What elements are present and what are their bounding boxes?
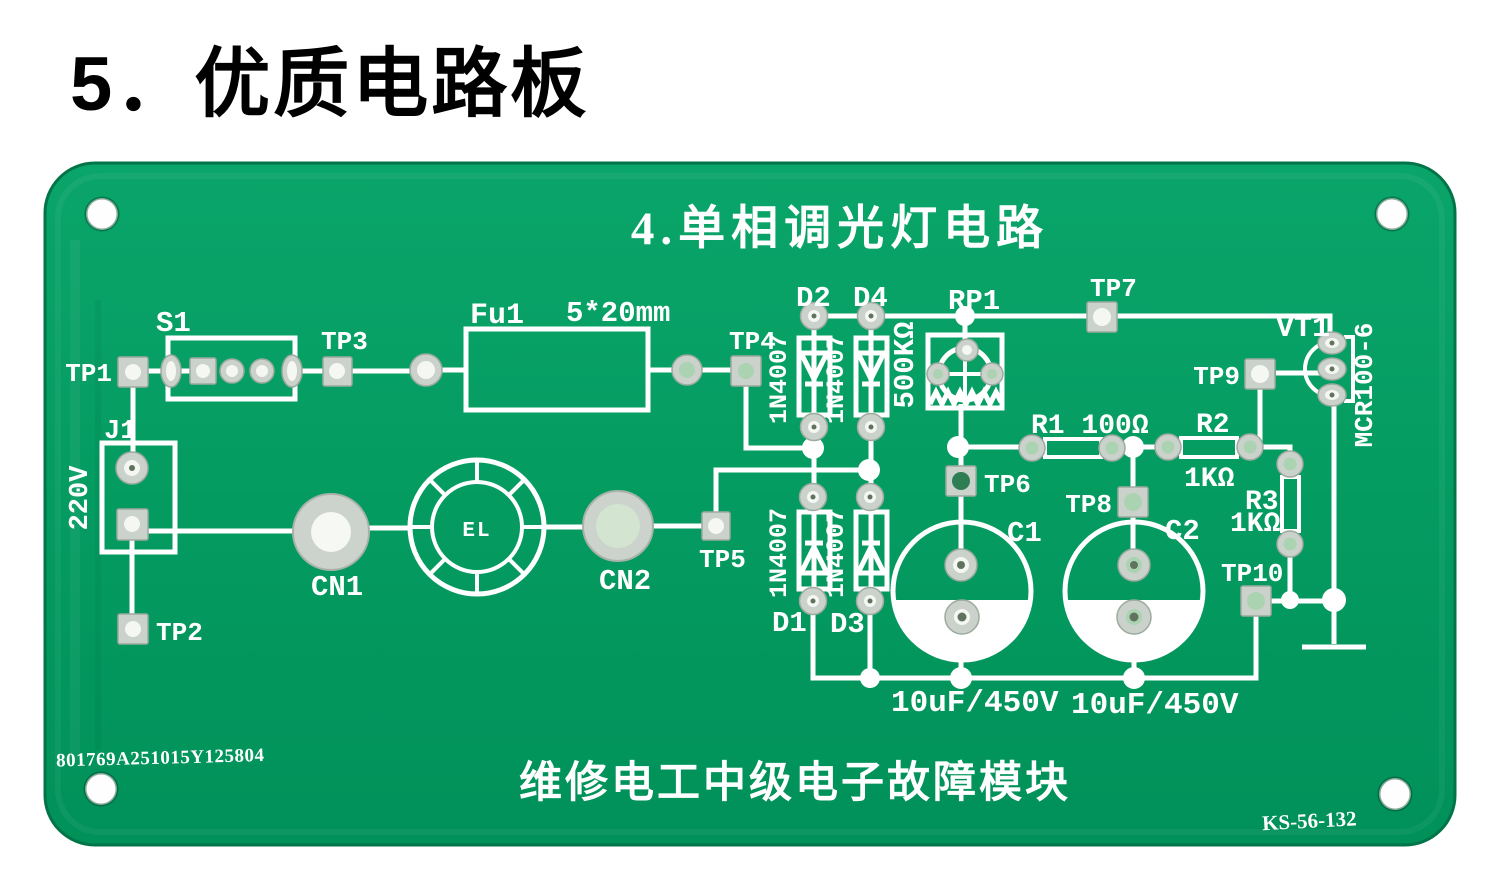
tp5-label: TP5 bbox=[699, 545, 746, 575]
rp1-label: RP1 bbox=[948, 285, 1000, 318]
tp4-label: TP4 bbox=[729, 327, 776, 357]
mounting-hole-top-left bbox=[84, 196, 120, 232]
d4-label: D4 bbox=[853, 282, 888, 315]
s1-pads bbox=[160, 354, 303, 388]
board-model-code: KS-56-132 bbox=[1261, 806, 1357, 835]
d2-label: D2 bbox=[796, 282, 831, 315]
board-dark-streak bbox=[95, 300, 101, 750]
d1-diode-symbol bbox=[796, 541, 832, 576]
board-sheen-streak bbox=[70, 240, 80, 760]
r2-value-label: 1KΩ bbox=[1184, 464, 1235, 495]
silkscreen-labels: 4.单相调光灯电路 TP1 S1 TP3 J1 220V TP2 Fu1 5*2… bbox=[56, 203, 1380, 835]
tp9-label: TP9 bbox=[1193, 362, 1240, 392]
junction-dots bbox=[802, 306, 1346, 689]
tp1-pad bbox=[117, 356, 149, 388]
diode-pads bbox=[798, 301, 886, 616]
j1-label: J1 bbox=[104, 417, 136, 447]
r3-value-label: 1KΩ bbox=[1230, 509, 1281, 540]
cn2-pad bbox=[582, 490, 654, 562]
board-title: 4.单相调光灯电路 bbox=[631, 203, 1049, 255]
tp8-label: TP8 bbox=[1065, 490, 1112, 520]
tp7-label: TP7 bbox=[1090, 274, 1137, 304]
pcb-board bbox=[43, 161, 1457, 847]
fu1-spec-label: 5*20mm bbox=[566, 297, 670, 330]
d4-diode-symbol bbox=[853, 350, 889, 385]
d3-diode-symbol bbox=[853, 541, 889, 576]
el-label: EL bbox=[462, 520, 491, 543]
vt1-part-label: MCR100-6 bbox=[1350, 323, 1380, 448]
tp4-pad bbox=[730, 355, 762, 387]
fu1-pads bbox=[409, 353, 703, 387]
board-footer: 维修电工中级电子故障模块 bbox=[519, 759, 1071, 807]
c2-value-label: 10uF/450V bbox=[1071, 688, 1239, 723]
resistor-pads bbox=[1018, 433, 1304, 558]
rp1-wiper-zigzag bbox=[927, 386, 1004, 410]
c1-label: C1 bbox=[1007, 517, 1042, 550]
capacitor-pads bbox=[944, 548, 1152, 635]
cn2-label: CN2 bbox=[599, 565, 651, 598]
d3-label: D3 bbox=[830, 608, 865, 641]
el-lamp-symbol bbox=[407, 457, 547, 597]
tp7-pad bbox=[1086, 301, 1118, 333]
d3-part-label: 1N4007 bbox=[822, 508, 851, 598]
fu1-label: Fu1 bbox=[470, 299, 524, 333]
mounting-hole-top-right bbox=[1374, 196, 1410, 232]
mounting-hole-bottom-left bbox=[83, 771, 119, 807]
tp6-label: TP6 bbox=[984, 470, 1031, 500]
tp8-pad bbox=[1117, 486, 1149, 518]
c1-value-label: 10uF/450V bbox=[891, 686, 1059, 721]
vt1-label: VT1 bbox=[1276, 312, 1330, 346]
tp10-pad bbox=[1240, 585, 1272, 617]
tp2-label: TP2 bbox=[156, 618, 203, 648]
j1-voltage-label: 220V bbox=[66, 465, 96, 531]
d4-part-label: 1N4007 bbox=[822, 334, 851, 424]
rp1-value-label: 500KΩ bbox=[889, 321, 922, 408]
fu1-outline bbox=[463, 326, 651, 413]
j1-pads bbox=[115, 451, 149, 541]
d1-part-label: 1N4007 bbox=[765, 508, 794, 598]
tp5-pad bbox=[701, 511, 731, 541]
pads bbox=[115, 301, 1347, 645]
r3-label: R3 bbox=[1245, 487, 1279, 518]
vt1-pads bbox=[1317, 331, 1347, 407]
d1-label: D1 bbox=[772, 607, 807, 640]
tp2-pad bbox=[117, 613, 149, 645]
tp1-label: TP1 bbox=[65, 359, 112, 389]
cn1-pad bbox=[292, 493, 370, 571]
d2-diode-symbol bbox=[796, 350, 832, 385]
mounting-holes bbox=[83, 196, 1413, 812]
tp6-pad bbox=[945, 465, 977, 497]
tp10-label: TP10 bbox=[1221, 559, 1283, 589]
tp9-pad bbox=[1244, 358, 1276, 390]
s1-label: S1 bbox=[156, 307, 191, 340]
c2-label: C2 bbox=[1165, 515, 1200, 548]
j1-outline bbox=[99, 440, 178, 555]
tp3-label: TP3 bbox=[321, 327, 368, 357]
page-title: 5．优质电路板 bbox=[70, 42, 590, 127]
r1-label: R1 100Ω bbox=[1031, 411, 1149, 442]
tp3-pad bbox=[322, 356, 353, 387]
rp1-pads bbox=[926, 338, 1004, 386]
d2-part-label: 1N4007 bbox=[765, 334, 794, 424]
cn1-label: CN1 bbox=[311, 571, 363, 604]
r2-label: R2 bbox=[1196, 410, 1230, 441]
mounting-hole-bottom-right bbox=[1377, 776, 1413, 812]
